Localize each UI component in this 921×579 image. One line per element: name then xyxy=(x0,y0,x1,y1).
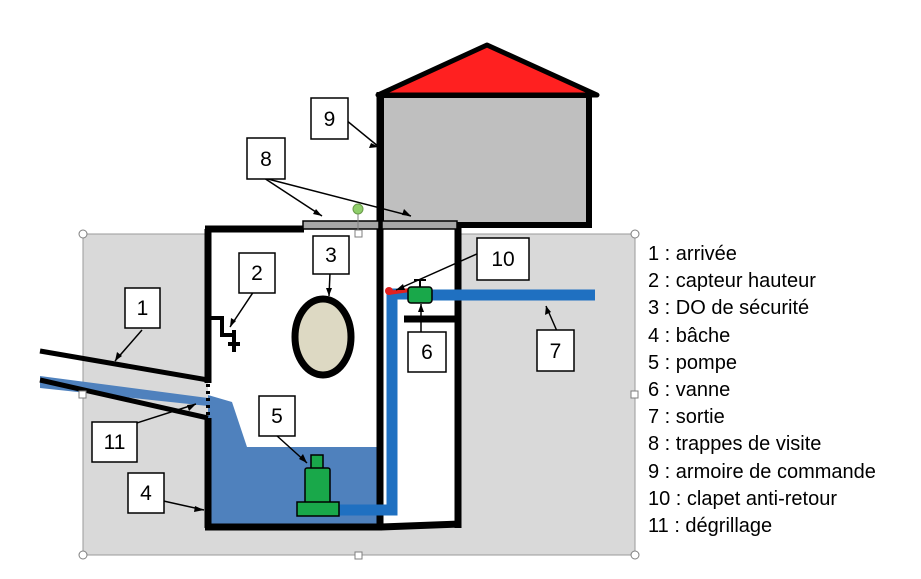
control-cabinet-roof xyxy=(375,42,600,98)
inspection-hatch-right xyxy=(381,220,458,230)
legend-item-3: 3 : DO de sécurité xyxy=(648,297,810,320)
legend-item-5: 5 : pompe xyxy=(648,351,737,374)
callout-8-label: 8 xyxy=(260,148,272,171)
legend: 1 : arrivée 2 : capteur hauteur 3 : DO d… xyxy=(648,241,876,540)
callout-4: 4 xyxy=(127,472,165,514)
callout-5-label: 5 xyxy=(271,405,283,428)
check-valve-dot xyxy=(385,287,393,295)
callout-9-label: 9 xyxy=(324,108,336,131)
valve-chamber-bottom xyxy=(379,520,461,531)
control-cabinet xyxy=(378,92,592,228)
callout-3: 3 xyxy=(312,235,350,275)
inspection-hatch-left xyxy=(302,220,380,230)
callout-1-label: 1 xyxy=(137,297,149,320)
legend-item-11: 11 : dégrillage xyxy=(648,515,773,538)
legend-item-6: 6 : vanne xyxy=(648,379,731,402)
callout-7: 7 xyxy=(536,329,575,372)
rotate-handle[interactable] xyxy=(352,203,364,215)
callout-10: 10 xyxy=(476,237,530,281)
legend-item-10: 10 : clapet anti-retour xyxy=(648,487,837,510)
callout-1: 1 xyxy=(124,287,161,329)
discharge-pipe xyxy=(338,288,595,516)
callout-5: 5 xyxy=(258,395,296,437)
callout-2: 2 xyxy=(238,252,276,294)
safety-overflow xyxy=(291,295,355,379)
legend-item-2: 2 : capteur hauteur xyxy=(648,270,816,293)
callout-11: 11 xyxy=(91,421,138,463)
callout-7-label: 7 xyxy=(550,340,562,363)
legend-item-4: 4 : bâche xyxy=(648,324,731,347)
callout-6: 6 xyxy=(407,331,447,373)
legend-item-8: 8 : trappes de visite xyxy=(648,433,822,456)
legend-item-1: 1 : arrivée xyxy=(648,243,737,265)
leader-arrowheads xyxy=(115,143,551,512)
submersible-pump xyxy=(296,454,340,517)
legend-item-9: 9 : armoire de commande xyxy=(648,460,876,483)
inflow-stream xyxy=(40,376,208,406)
callout-9: 9 xyxy=(310,97,349,140)
sump-water xyxy=(208,395,380,527)
callout-2-label: 2 xyxy=(251,262,263,285)
callout-10-label: 10 xyxy=(491,248,514,271)
callout-4-label: 4 xyxy=(140,482,152,505)
legend-item-7: 7 : sortie xyxy=(648,406,725,429)
callout-3-label: 3 xyxy=(325,244,337,267)
inlet-pipe-bottom-wall xyxy=(39,377,209,421)
callout-11-label: 11 xyxy=(104,431,126,454)
gate-valve xyxy=(407,286,433,304)
level-sensor xyxy=(210,316,240,352)
callout-6-label: 6 xyxy=(421,341,433,364)
selection-handles[interactable] xyxy=(78,229,640,560)
callout-8: 8 xyxy=(246,137,286,180)
inlet-pipe-top-wall xyxy=(39,348,209,383)
